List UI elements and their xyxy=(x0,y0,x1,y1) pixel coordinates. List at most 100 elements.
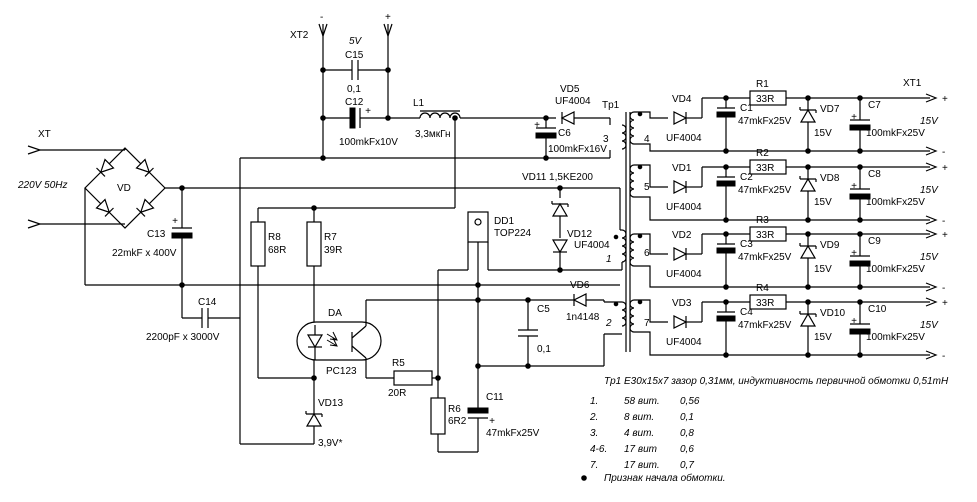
rectifier-diode xyxy=(673,247,687,261)
label: 15V xyxy=(814,128,832,139)
input-connector: XT 220V 50Hz xyxy=(17,129,125,229)
label: C9 xyxy=(868,236,881,247)
svg-text:XT1: XT1 xyxy=(903,78,922,89)
label: 47mkFx25V xyxy=(738,116,792,127)
r5: R5 20R xyxy=(388,358,438,399)
winding-number: 3. xyxy=(590,428,598,439)
label: VD10 xyxy=(820,308,845,319)
svg-text:47mkFx25V: 47mkFx25V xyxy=(486,428,540,439)
label: 15V xyxy=(920,320,939,331)
label: R4 xyxy=(756,283,769,294)
svg-text:R7: R7 xyxy=(324,232,337,243)
vd11-vd12-clamp: VD11 1,5KE200 VD12 UF4004 xyxy=(522,172,610,273)
svg-text:2: 2 xyxy=(605,318,612,329)
svg-text:DA: DA xyxy=(328,308,342,319)
svg-text:6R2: 6R2 xyxy=(448,416,467,427)
label: C4 xyxy=(740,307,753,318)
svg-text:DD1: DD1 xyxy=(494,216,514,227)
svg-text:VD13: VD13 xyxy=(318,398,343,409)
label: 47mkFx25V xyxy=(738,252,792,263)
label: 15V xyxy=(814,332,832,343)
c12: + C12 100mkFx10V xyxy=(320,97,420,148)
label: VD1 xyxy=(672,163,692,174)
svg-text:R8: R8 xyxy=(268,232,281,243)
svg-text:7: 7 xyxy=(644,318,650,329)
bridge-vd: VD xyxy=(84,147,182,285)
svg-text:VD6: VD6 xyxy=(570,280,590,291)
plus-terminal-label: + xyxy=(942,163,948,174)
svg-text:0,1: 0,1 xyxy=(537,344,551,355)
minus-terminal-label: - xyxy=(942,351,945,362)
r8: R8 68R xyxy=(250,221,314,379)
svg-text:L1: L1 xyxy=(413,98,425,109)
winding-turns: 8 вит. xyxy=(624,412,654,423)
svg-text:C14: C14 xyxy=(198,297,217,308)
svg-text:1: 1 xyxy=(606,254,612,265)
vd5: VD5 UF4004 xyxy=(555,84,610,125)
label: 100mkFx25V xyxy=(866,332,925,343)
svg-text:100mkFx16V: 100mkFx16V xyxy=(548,144,607,155)
label: UF4004 xyxy=(666,202,702,213)
winding-turns: 17 вит. xyxy=(624,460,660,471)
winding-number: 4-6. xyxy=(590,444,607,455)
label: 15V xyxy=(920,116,939,127)
svg-text:+: + xyxy=(489,416,495,427)
label: 33R xyxy=(756,163,774,174)
label: UF4004 xyxy=(666,337,702,348)
svg-text:C11: C11 xyxy=(486,392,504,403)
output-channel: VD1UF4004C247mkFx25VR233RVD815V+C8100mkF… xyxy=(634,148,948,227)
label: VD8 xyxy=(820,173,840,184)
winding-number: 7. xyxy=(590,460,598,471)
label: C10 xyxy=(868,304,887,315)
xt1-connector: XT1 xyxy=(903,78,922,89)
label: 47mkFx25V xyxy=(738,185,792,196)
winding-turns: 4 вит. xyxy=(624,428,654,439)
minus-terminal-label: - xyxy=(942,147,945,158)
winding-number: 1. xyxy=(590,396,598,407)
label: R3 xyxy=(756,215,769,226)
winding-wire: 0,56 xyxy=(680,396,700,407)
r7: R7 39R xyxy=(306,221,342,325)
svg-text:PC123: PC123 xyxy=(326,366,357,377)
label: VD3 xyxy=(672,298,692,309)
vd-label: VD xyxy=(117,183,131,194)
svg-text:VD5: VD5 xyxy=(560,84,580,95)
label: 100mkFx25V xyxy=(866,264,925,275)
label: VD9 xyxy=(820,240,840,251)
svg-text:1n4148: 1n4148 xyxy=(566,312,600,323)
svg-text:+: + xyxy=(385,12,391,23)
label: C1 xyxy=(740,103,753,114)
c5: C5 0,1 xyxy=(518,300,551,366)
svg-text:UF4004: UF4004 xyxy=(555,96,591,107)
output-channel: VD4UF4004C147mkFx25VR133RVD715V+C7100mkF… xyxy=(634,79,948,158)
plus-mark: + xyxy=(851,316,857,327)
winding-turns: 58 вит. xyxy=(624,396,660,407)
svg-text:C6: C6 xyxy=(558,128,571,139)
label: 15V xyxy=(814,197,832,208)
svg-text:+: + xyxy=(534,120,540,131)
label: UF4004 xyxy=(666,269,702,280)
label: 33R xyxy=(756,230,774,241)
svg-text:VD12: VD12 xyxy=(567,229,592,240)
vd6: VD6 1n4148 xyxy=(566,280,622,323)
output-channel: VD2UF4004C347mkFx25VR333RVD915V+C9100mkF… xyxy=(634,215,948,294)
svg-text:+: + xyxy=(365,106,371,117)
r6: R6 6R2 xyxy=(430,378,467,452)
label: 15V xyxy=(814,264,832,275)
xt2-connector: XT2 - + 5V xyxy=(290,12,393,158)
vd13: VD13 3,9V* xyxy=(305,398,343,449)
plus-terminal-label: + xyxy=(942,298,948,309)
svg-text:C5: C5 xyxy=(537,304,550,315)
label: 47mkFx25V xyxy=(738,320,792,331)
winding-wire: 0,7 xyxy=(680,460,694,471)
label: C8 xyxy=(868,169,881,180)
label: 33R xyxy=(756,94,774,105)
transformer-tp1: Tp1 3 1 2 4 5 6 7 xyxy=(602,100,650,352)
svg-text:C15: C15 xyxy=(345,50,364,61)
winding-wire: 0,6 xyxy=(680,444,694,455)
winding-turns: 17 вит xyxy=(624,444,657,455)
svg-text:3: 3 xyxy=(603,134,609,145)
label: C2 xyxy=(740,172,753,183)
svg-text:VD11 1,5KE200: VD11 1,5KE200 xyxy=(522,172,593,183)
winding-row: 3.4 вит.0,8 xyxy=(590,428,694,439)
